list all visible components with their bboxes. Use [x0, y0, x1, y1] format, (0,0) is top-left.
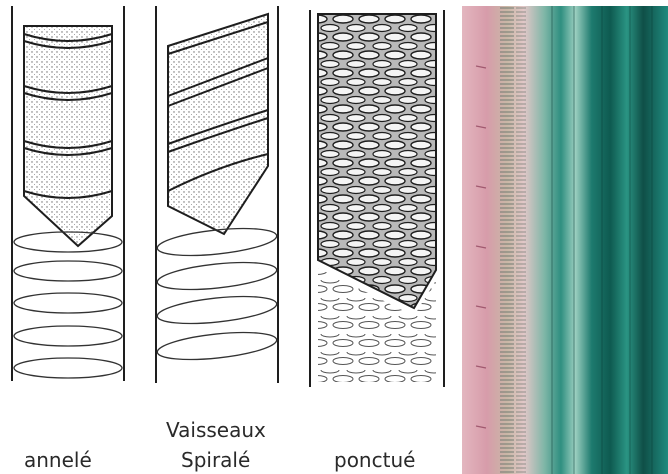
spiral-label: Spiralé: [181, 448, 250, 472]
spiral-vessel-drawing: [148, 6, 286, 383]
xylem-micrograph: [462, 6, 668, 474]
pitted-vessel-drawing: [304, 10, 450, 387]
annular-vessel-drawing: [6, 6, 130, 381]
pitted-label: ponctué: [334, 448, 415, 472]
vessels-group-label: Vaisseaux: [166, 418, 266, 442]
annular-label: annelé: [24, 448, 92, 472]
